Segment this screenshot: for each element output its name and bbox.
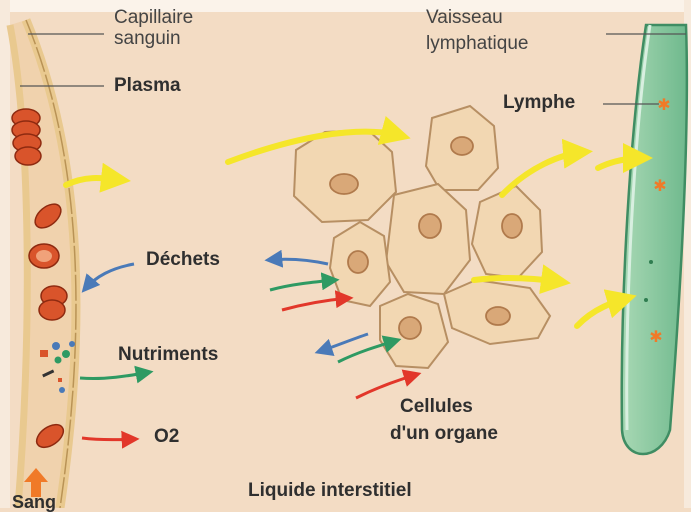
waste-label: Déchets (146, 250, 220, 270)
lymphatic-vessel: ✱ ✱ ✱ (622, 25, 687, 454)
yellow-arrow (66, 178, 122, 185)
red-arrow (82, 438, 136, 440)
cells-label-line1: Cellules (400, 397, 473, 417)
cell (386, 184, 470, 294)
oxygen-label: O2 (154, 427, 179, 447)
cell (472, 186, 542, 278)
blood-label: Sang (12, 493, 56, 512)
red-arrow (282, 298, 350, 310)
red-blood-cell-icon (39, 300, 65, 320)
yellow-arrow (577, 298, 628, 326)
cell (426, 106, 498, 190)
cell (294, 130, 396, 222)
cell (444, 280, 550, 344)
interstitial-fluid-label: Liquide interstitiel (248, 481, 412, 501)
cells-label-line2: d'un organe (390, 424, 498, 444)
svg-text:✱: ✱ (653, 176, 666, 195)
red-arrow (356, 374, 418, 398)
plasma-label: Plasma (114, 76, 181, 96)
green-arrow (270, 280, 336, 290)
nutrients-label: Nutriments (118, 345, 218, 365)
blue-arrow (84, 264, 134, 290)
blue-arrow (318, 334, 368, 352)
capillary-label-line2: sanguin (114, 29, 181, 49)
blue-arrow (268, 259, 328, 264)
lymph-label: Lymphe (503, 93, 575, 113)
lymph-vessel-label-line1: Vaisseau (426, 8, 503, 28)
waste-arrows (84, 259, 368, 352)
green-arrow (80, 372, 150, 379)
top-strip (0, 0, 691, 12)
cell (380, 294, 448, 368)
svg-text:✱: ✱ (649, 327, 662, 346)
svg-text:✱: ✱ (657, 95, 670, 114)
lymph-vessel-label-line2: lymphatique (426, 34, 528, 54)
yellow-arrow (474, 278, 562, 282)
red-blood-cell-center (36, 250, 52, 262)
capillary-label-line1: Capillaire (114, 8, 193, 28)
cell (330, 222, 390, 306)
organ-cells (294, 106, 550, 368)
left-border (0, 0, 10, 508)
oxygen-arrows (82, 298, 418, 440)
red-blood-cell-icon (15, 147, 41, 165)
